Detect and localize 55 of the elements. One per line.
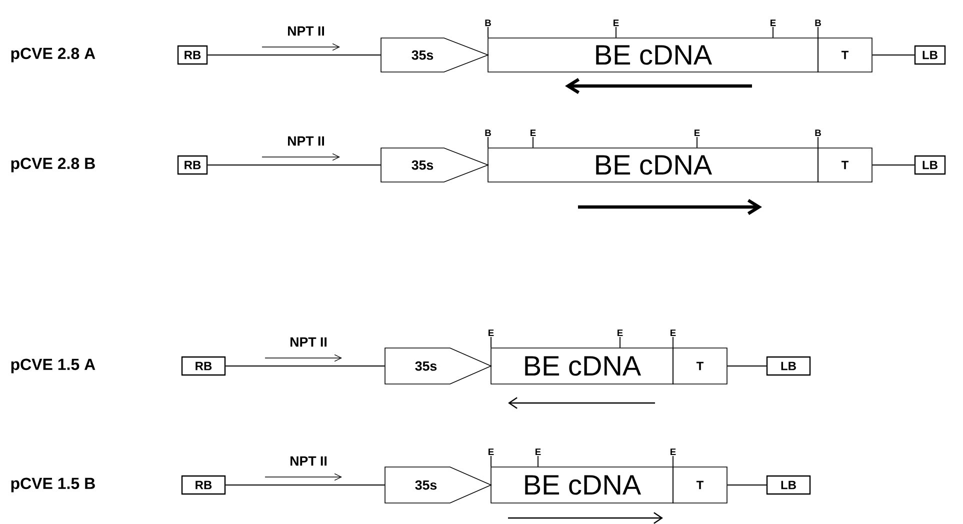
construct-label: pCVE 2.8 A — [11, 48, 96, 62]
site-label: E — [536, 448, 541, 456]
gene-label: NPT II — [288, 26, 324, 36]
site-label: E — [488, 330, 494, 336]
promoter-box: 35s — [384, 466, 492, 504]
terminator-box: T — [818, 38, 872, 72]
gene-label: NPT II — [290, 456, 327, 466]
cdna-box: BE cDNA — [490, 348, 674, 384]
cdna-box: BE cDNA — [488, 148, 818, 182]
connector-line — [225, 484, 386, 486]
border-box: LB — [766, 356, 811, 376]
promoter-box: 35s — [380, 38, 490, 72]
cdna-box: BE cDNA — [488, 38, 818, 72]
site-label: B — [815, 130, 821, 136]
site-label: B — [815, 20, 821, 26]
site-label: E — [614, 20, 619, 26]
site-tick — [490, 456, 492, 468]
site-label: E — [694, 130, 700, 136]
connector-line — [207, 164, 382, 166]
site-label: E — [618, 330, 623, 336]
site-tick — [672, 336, 674, 348]
terminator-box: T — [672, 466, 728, 504]
construct-label: pCVE 2.8 B — [11, 158, 95, 172]
site-label: E — [670, 448, 676, 456]
site-label: B — [485, 20, 491, 26]
construct-label: pCVE 1.5 A — [11, 358, 96, 374]
site-tick — [696, 136, 698, 148]
border-box: LB — [914, 155, 946, 175]
cdna-box: BE cDNA — [490, 466, 674, 504]
promoter-box: 35s — [384, 348, 492, 384]
site-tick — [490, 336, 492, 348]
border-box: LB — [914, 45, 946, 65]
gene-label: NPT II — [288, 136, 324, 146]
connector-line — [872, 54, 915, 56]
gene-label: NPT II — [290, 337, 327, 347]
site-label: E — [530, 130, 536, 136]
border-box: RB — [181, 475, 226, 495]
connector-line — [872, 164, 915, 166]
border-box: RB — [177, 45, 208, 65]
site-label: E — [770, 20, 776, 26]
terminator-box: T — [818, 148, 872, 182]
border-box: RB — [177, 155, 208, 175]
terminator-box: T — [672, 348, 728, 384]
site-tick — [532, 136, 534, 148]
site-tick — [672, 456, 674, 468]
connector-line — [207, 54, 382, 56]
border-box: RB — [181, 356, 226, 376]
promoter-box: 35s — [380, 148, 490, 182]
site-label: E — [670, 330, 676, 336]
site-label: B — [485, 130, 491, 136]
site-label: E — [488, 448, 494, 456]
connector-line — [726, 484, 767, 486]
site-tick — [772, 26, 774, 38]
construct-label: pCVE 1.5 B — [11, 478, 95, 492]
border-box: LB — [766, 475, 811, 495]
